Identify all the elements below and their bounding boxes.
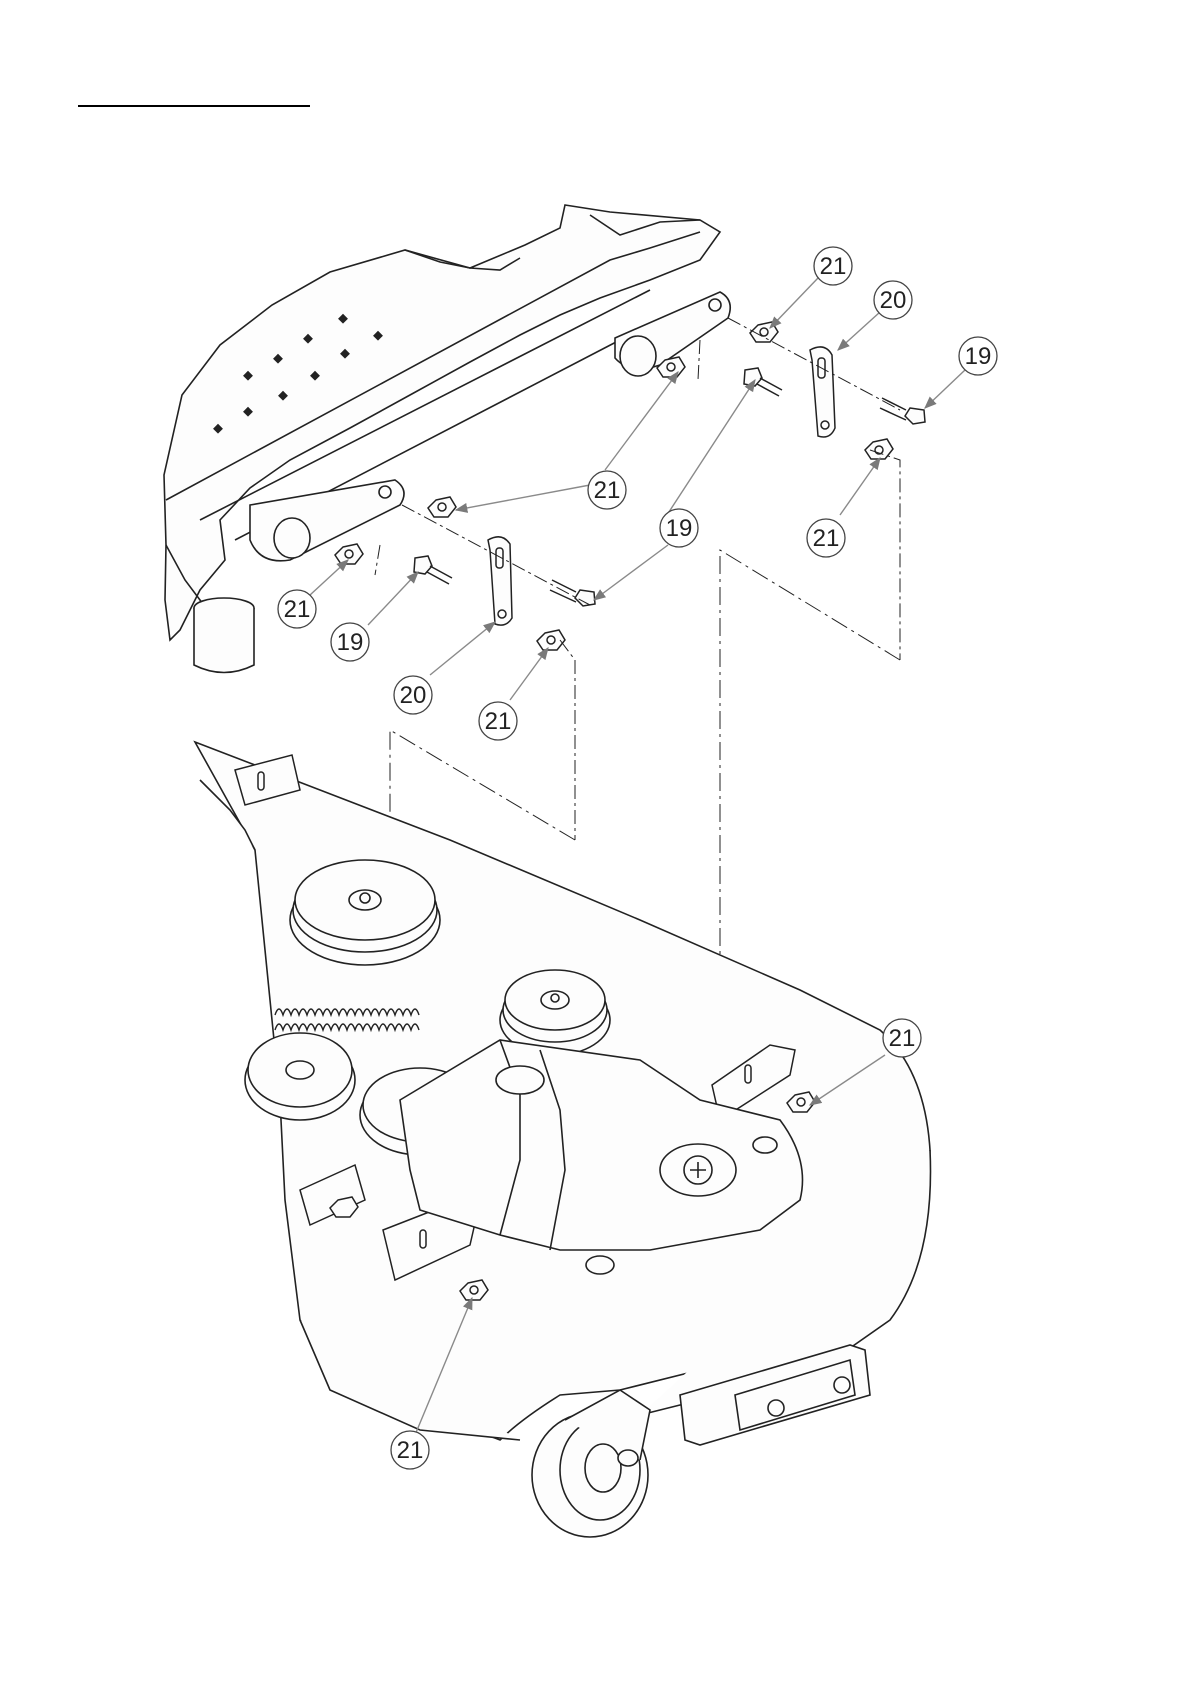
callout-21-deck-right: 21 [883,1019,921,1057]
tractor-frame [164,205,720,640]
callout-21-center-lower: 21 [479,702,517,740]
callout-21-left-lower: 21 [278,590,316,628]
frame-bushing [194,598,254,673]
leader-21-right-lower [840,458,880,515]
bolt-top-right [880,398,925,424]
leader-19-mid [594,545,668,600]
callout-20-left: 20 [394,676,432,714]
callout-21-deck-left: 21 [391,1431,429,1469]
nut-center-lower [537,630,565,650]
link-plate-left [488,537,512,625]
callout-21-top: 21 [814,247,852,285]
svg-text:21: 21 [397,1437,424,1464]
callout-21-upper-mid: 21 [588,471,626,509]
bolt-mid [550,580,595,606]
leader-21-center-lower [510,648,548,700]
anti-scalp-wheel [532,1390,650,1537]
bolt-top-center [744,368,782,396]
leader-19-top-right [925,370,965,408]
svg-text:19: 19 [337,629,364,656]
svg-text:21: 21 [284,596,311,623]
callout-20-top: 20 [874,281,912,319]
leader-19-top-center [665,380,755,518]
svg-text:19: 19 [666,515,693,542]
svg-text:21: 21 [889,1025,916,1052]
leader-21-top [770,278,818,328]
svg-text:21: 21 [594,477,621,504]
leader-21-upper-mid [605,372,678,470]
svg-text:20: 20 [880,287,907,314]
leader-20-top [838,312,880,350]
lift-arm-left [250,480,404,561]
link-plate-right [810,347,835,437]
link-plates [488,347,835,625]
callout-21-left-upper: 21 [0,0,27,6]
svg-text:19: 19 [965,343,992,370]
svg-text:21: 21 [813,525,840,552]
callout-19-mid: 19 [660,509,698,547]
nut-left-lower [335,544,363,564]
leader-20-left [430,622,495,675]
svg-text:21: 21 [820,253,847,280]
nut-left-upper [428,497,456,517]
svg-text:21: 21 [485,708,512,735]
leader-21-left-upper [456,485,590,510]
bolt-left [414,556,452,584]
svg-text:20: 20 [400,682,427,709]
leader-21-left-lower [310,560,348,595]
callout-19-left: 19 [331,623,369,661]
callout-21-right-lower: 21 [807,519,845,557]
callout-19-top-right: 19 [959,337,997,375]
pulley-left-mid [245,1033,355,1120]
pulley-left-top [290,860,440,965]
leader-19-left [368,572,418,625]
